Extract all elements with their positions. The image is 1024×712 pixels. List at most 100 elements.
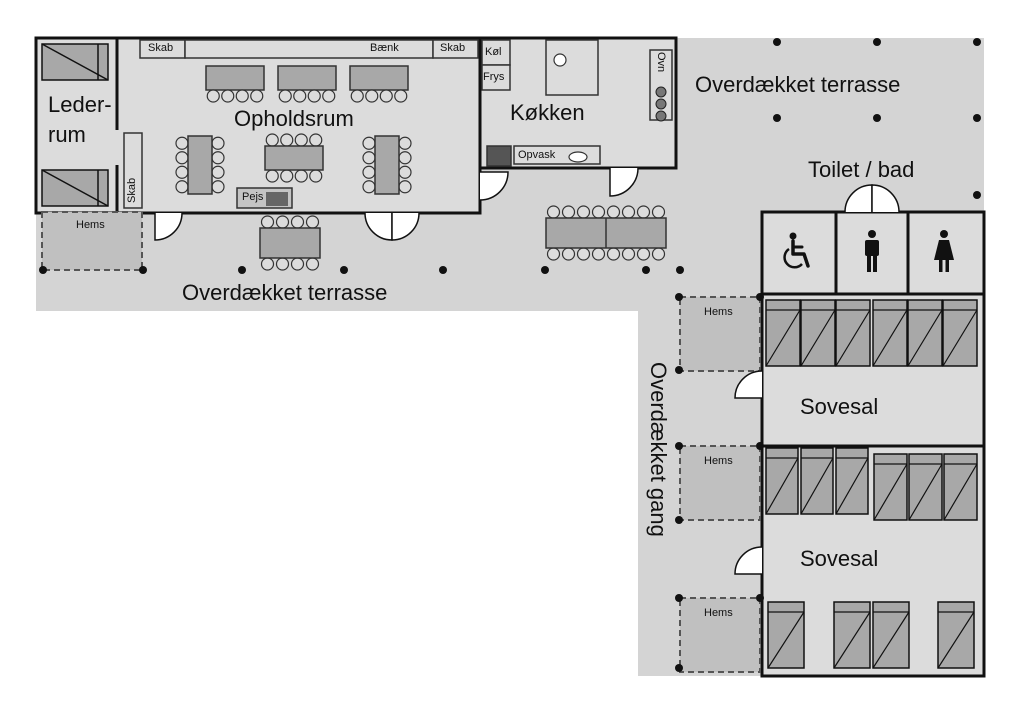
dining-table	[349, 65, 409, 103]
pejs-label: Pejs	[242, 191, 264, 203]
chair	[362, 165, 376, 179]
bunk-bed	[835, 447, 869, 515]
pillar	[439, 266, 447, 274]
chair	[576, 205, 591, 219]
male-toilet-icon	[865, 230, 879, 272]
bed-diagonal	[908, 463, 943, 521]
bunk-bed	[907, 299, 943, 367]
dining-table	[205, 65, 265, 103]
baenk-label: Bænk	[370, 42, 399, 54]
chair	[398, 151, 412, 165]
bunk-bed	[800, 299, 836, 367]
chair	[576, 247, 591, 261]
bed-diagonal	[833, 611, 871, 669]
bed-frame	[908, 453, 943, 521]
leder-rum-label-2: rum	[48, 122, 86, 147]
pillar	[973, 114, 981, 122]
sovesal-1-label: Sovesal	[800, 394, 879, 419]
bed	[937, 601, 975, 669]
hems-label-4: Hems	[704, 607, 733, 619]
hems-label-1: Hems	[76, 219, 105, 231]
chair	[175, 180, 189, 194]
bed-frame	[937, 601, 975, 669]
wash-basin	[553, 53, 567, 67]
pillar	[238, 266, 246, 274]
bunk-bed	[835, 299, 871, 367]
bed-diagonal	[943, 463, 978, 521]
leder-rum-label-1: Leder-	[48, 92, 112, 117]
pillar	[39, 266, 47, 274]
sink	[568, 151, 588, 163]
chair	[651, 247, 666, 261]
bed-frame	[833, 601, 871, 669]
terrasse-bottom-label: Overdækket terrasse	[182, 280, 388, 305]
bed-frame	[765, 299, 801, 367]
pillar	[773, 114, 781, 122]
bed-diagonal	[835, 309, 871, 367]
sovesal-2-label: Sovesal	[800, 546, 879, 571]
chair	[398, 165, 412, 179]
chair	[621, 247, 636, 261]
chair	[235, 89, 249, 103]
bed-frame	[942, 299, 978, 367]
skab-label-2: Skab	[440, 42, 466, 54]
table-top	[374, 135, 400, 195]
pillar	[773, 38, 781, 46]
bed-diagonal	[765, 309, 801, 367]
bed-frame	[765, 447, 799, 515]
chair	[305, 257, 320, 271]
pillar	[675, 293, 683, 301]
opvask-label: Opvask	[518, 149, 556, 161]
bed-frame	[873, 453, 908, 521]
bed-diagonal	[767, 611, 805, 669]
toilet-label: Toilet / bad	[808, 157, 915, 182]
chair	[398, 136, 412, 150]
pillar	[642, 266, 650, 274]
chair	[309, 169, 323, 183]
chair	[362, 136, 376, 150]
chair	[379, 89, 393, 103]
pillar	[675, 516, 683, 524]
top-cabinets	[139, 39, 479, 59]
skab-side-label: Skab	[126, 177, 138, 203]
table-top	[349, 65, 409, 91]
chair	[290, 215, 305, 229]
bed-frame	[872, 601, 910, 669]
chair	[211, 151, 225, 165]
chair	[322, 89, 336, 103]
bed-frame	[835, 299, 871, 367]
chair	[362, 151, 376, 165]
chair	[278, 89, 292, 103]
chair	[175, 151, 189, 165]
bunk-bed	[765, 447, 799, 515]
bed-diagonal	[800, 309, 836, 367]
terrace-table	[259, 215, 321, 271]
table-top	[205, 65, 265, 91]
pillar	[340, 266, 348, 274]
chair	[294, 133, 308, 147]
bed-frame	[907, 299, 943, 367]
chair	[546, 247, 561, 261]
chair	[275, 215, 290, 229]
wheelchair-icon	[783, 232, 810, 269]
chair	[294, 169, 308, 183]
chair	[636, 247, 651, 261]
bed	[767, 601, 805, 669]
dining-table	[264, 133, 324, 183]
bed-diagonal	[800, 457, 834, 515]
dining-table	[362, 135, 412, 195]
frys-label: Frys	[483, 71, 505, 83]
table-top	[264, 145, 324, 171]
bed	[833, 601, 871, 669]
chair	[591, 205, 606, 219]
chair	[206, 89, 220, 103]
chair	[365, 89, 379, 103]
skab-label-1: Skab	[148, 42, 174, 54]
pillar	[675, 594, 683, 602]
dining-table	[277, 65, 337, 103]
chair	[651, 205, 666, 219]
pillar	[756, 594, 764, 602]
pillar	[756, 442, 764, 450]
chair	[250, 89, 264, 103]
